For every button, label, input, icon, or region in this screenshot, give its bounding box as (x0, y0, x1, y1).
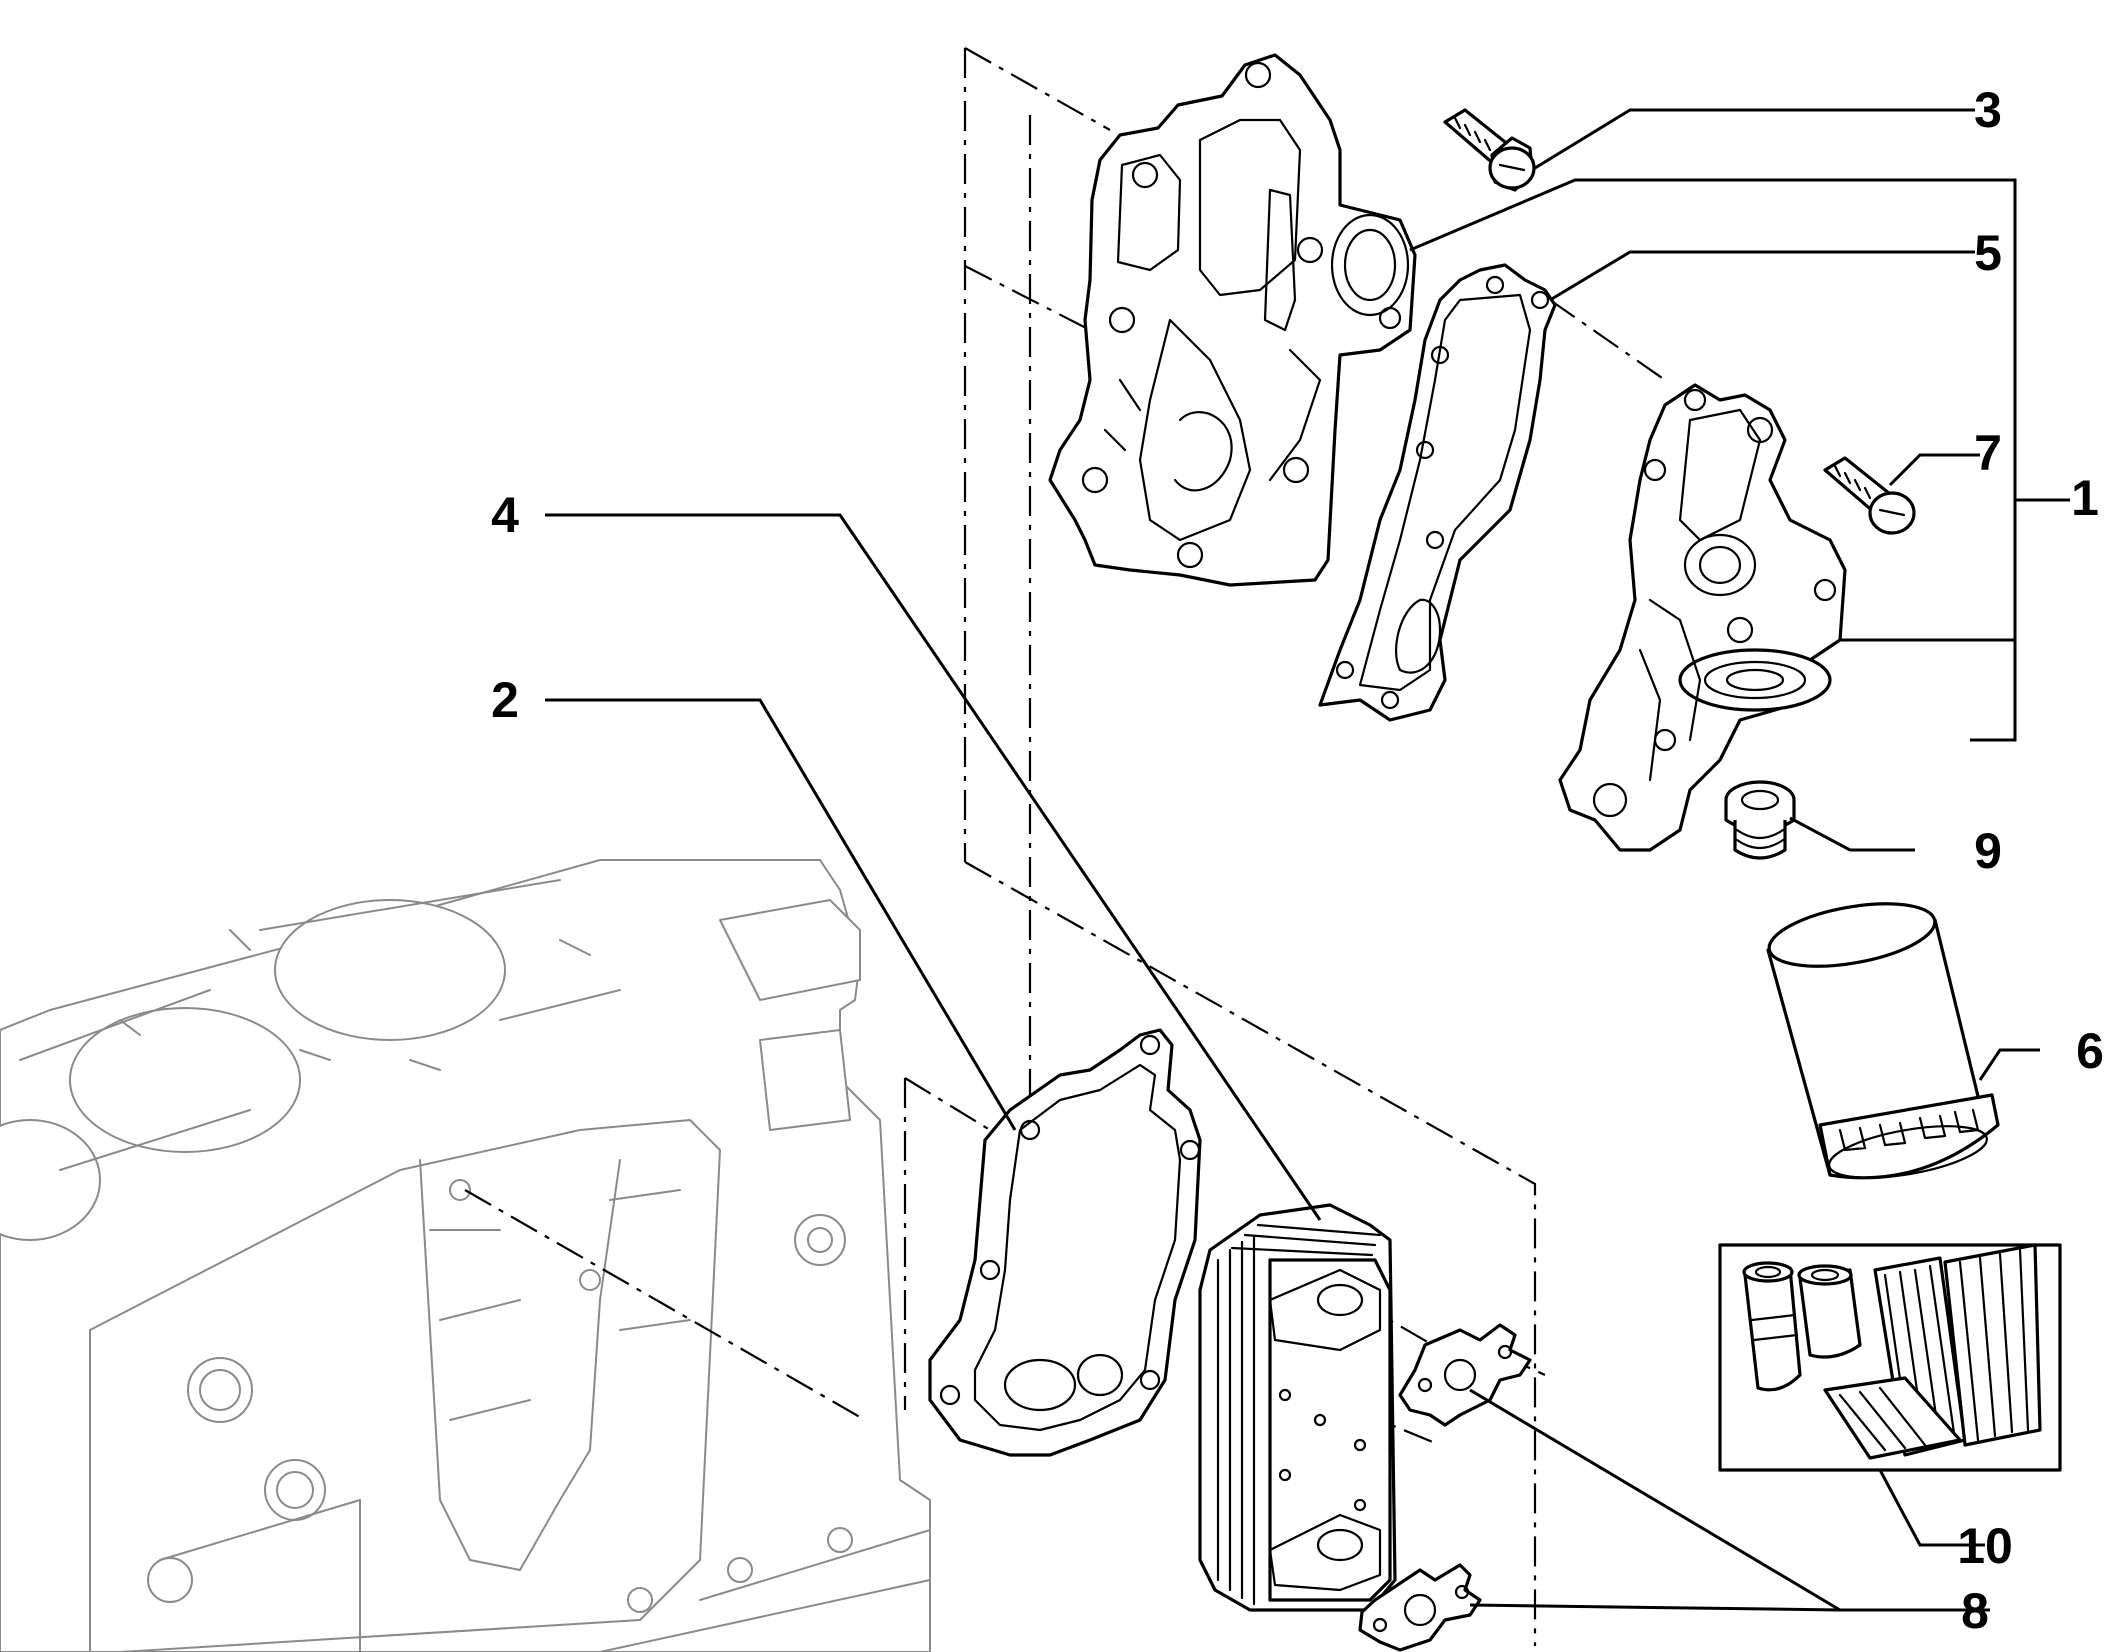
callout-5: 5 (1974, 225, 2002, 281)
callout-8: 8 (1961, 1583, 1989, 1639)
callout-10: 10 (1957, 1518, 2013, 1574)
oil-filter-icon (1766, 902, 2000, 1180)
callout-3: 3 (1974, 82, 2002, 138)
filter-housing-front-icon (1558, 383, 1847, 852)
callout-labels: 1 2 3 4 5 6 7 8 9 10 (491, 82, 2104, 1639)
small-gasket-icon-2 (1358, 1563, 1482, 1652)
callout-2: 2 (491, 672, 519, 728)
oil-filter-housing-icon (1048, 53, 1417, 587)
bolt-icon (1443, 108, 1536, 192)
callout-6: 6 (2076, 1023, 2104, 1079)
callout-1: 1 (2071, 470, 2099, 526)
small-gasket-icon (1398, 1323, 1532, 1427)
assembly-lines (464, 47, 1666, 1646)
engine-block-icon (0, 859, 931, 1652)
threaded-plug-icon (1724, 780, 1796, 860)
callout-4: 4 (491, 487, 519, 543)
callout-9: 9 (1974, 823, 2002, 879)
callout-7: 7 (1974, 425, 2002, 481)
bolt-icon-2 (1823, 456, 1916, 535)
filter-kit-icon (1718, 1243, 2062, 1472)
leader-lines (545, 108, 2070, 1612)
housing-gasket-icon (1318, 263, 1557, 722)
oil-cooler-icon (1198, 1203, 1397, 1612)
cooler-gasket-icon (928, 1028, 1202, 1457)
